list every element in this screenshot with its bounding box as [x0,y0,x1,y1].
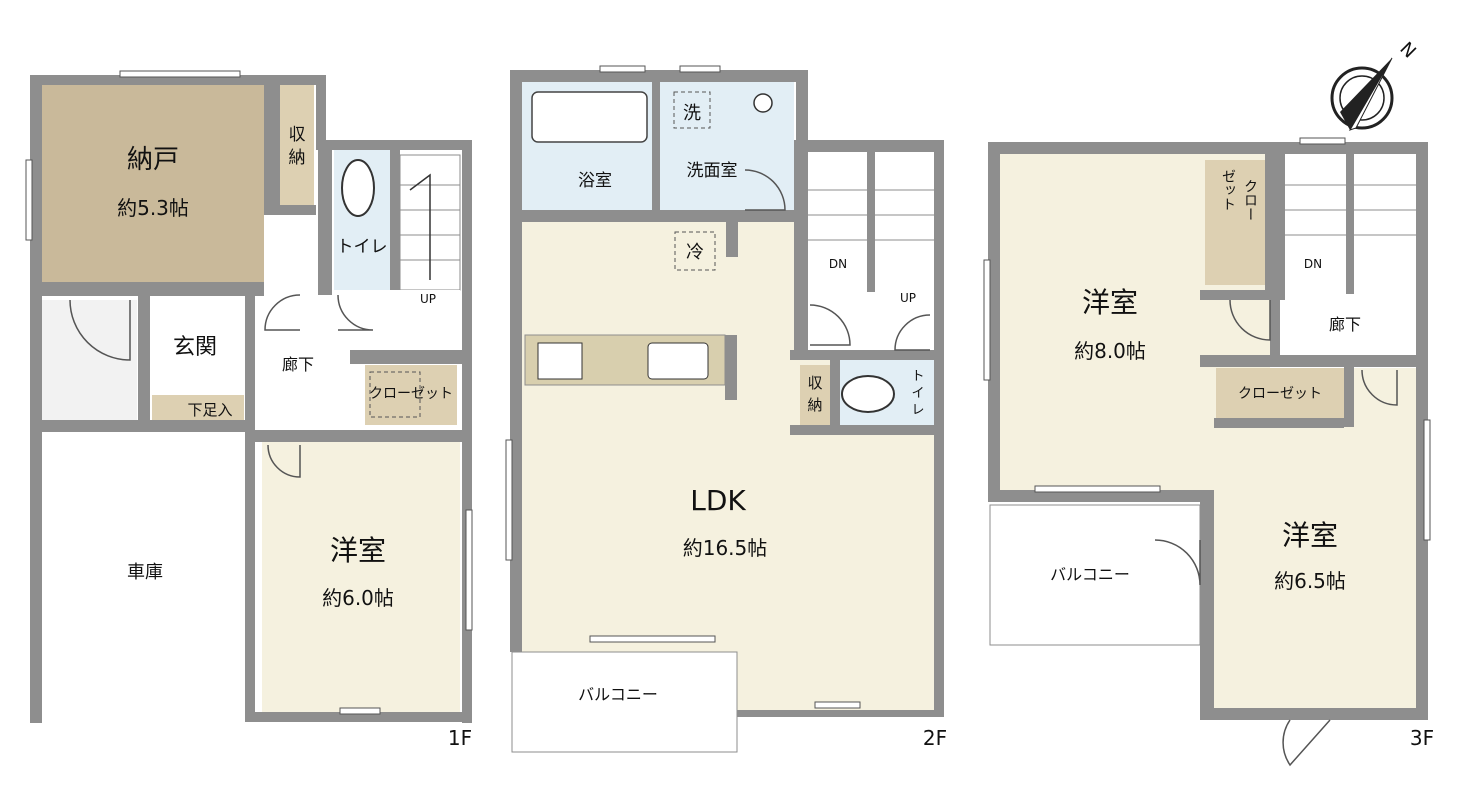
shoe-box [152,395,244,421]
floor-1-label: 1F [448,726,472,750]
hall-3f [1270,294,1416,356]
room-1f-name: 洋室 [330,534,386,567]
washer-label: 洗 [683,103,701,124]
fridge-label: 冷 [686,242,704,263]
entrance [140,300,245,395]
floor-2-label: 2F [923,726,947,750]
closet-1f-label: クローゼット [369,386,453,402]
room-b-3f [1214,420,1416,708]
room-b-3f-area: 約6.5帖 [1274,569,1346,593]
ldk-area: 約16.5帖 [683,536,768,560]
stair-2f-up: UP [900,291,916,305]
compass-icon [1330,57,1394,131]
floor-2 [505,65,944,753]
washroom [660,82,794,210]
room-a-3f-name: 洋室 [1082,286,1138,319]
closet-vertical-col2: ゼット [1220,169,1236,211]
entrance-label: 玄関 [173,335,217,360]
garage-label: 車庫 [127,562,163,583]
closet-small-2f-line1: 収 [807,374,822,392]
garage [42,430,245,720]
floor-1 [25,70,473,723]
balcony-3f [989,504,1201,646]
hall-3f-label: 廊下 [1329,315,1361,334]
storage-room-name: 納戸 [127,145,179,175]
closet-small-1f-line2: 納 [289,148,306,168]
ldk-name: LDK [690,484,746,517]
closet-vertical-3f [1205,160,1265,285]
closet-1f [365,365,457,425]
room-1f [262,440,460,712]
floor-3-label: 3F [1410,726,1434,750]
balcony-3f-label: バルコニー [1050,565,1130,584]
stair-1f-up: UP [420,292,436,306]
room-b-3f-name: 洋室 [1282,519,1338,552]
closet-vertical-col1: クロー [1242,179,1258,221]
balcony-2f [511,651,738,753]
closet-small-2f-line2: 納 [807,396,822,414]
washroom-label: 洗面室 [687,161,738,181]
hall-1f-label: 廊下 [282,355,314,374]
toilet-2f-line1: ト [911,369,924,384]
stair-2f-dn: DN [829,257,847,271]
toilet-1f-label: トイレ [337,237,388,257]
storage-room [42,85,264,282]
toilet-2f-line3: レ [911,403,924,418]
closet-small-1f [280,85,314,207]
shoe-box-label: 下足入 [187,401,232,419]
closet-small-2f [800,365,830,425]
closet-small-1f-line1: 収 [289,125,306,145]
closet-3f [1216,368,1344,418]
bath-label: 浴室 [578,171,612,191]
room-1f-area: 約6.0帖 [322,586,394,610]
balcony-2f-label: バルコニー [578,685,658,704]
toilet-2f-line2: イ [911,386,924,401]
closet-3f-label: クローゼット [1238,386,1322,402]
floor-3 [983,137,1431,767]
compass-n-label: N [1395,38,1419,62]
storage-room-area: 約5.3帖 [117,196,189,220]
room-a-3f-area: 約8.0帖 [1074,339,1146,363]
stair-3f-dn: DN [1304,257,1322,271]
